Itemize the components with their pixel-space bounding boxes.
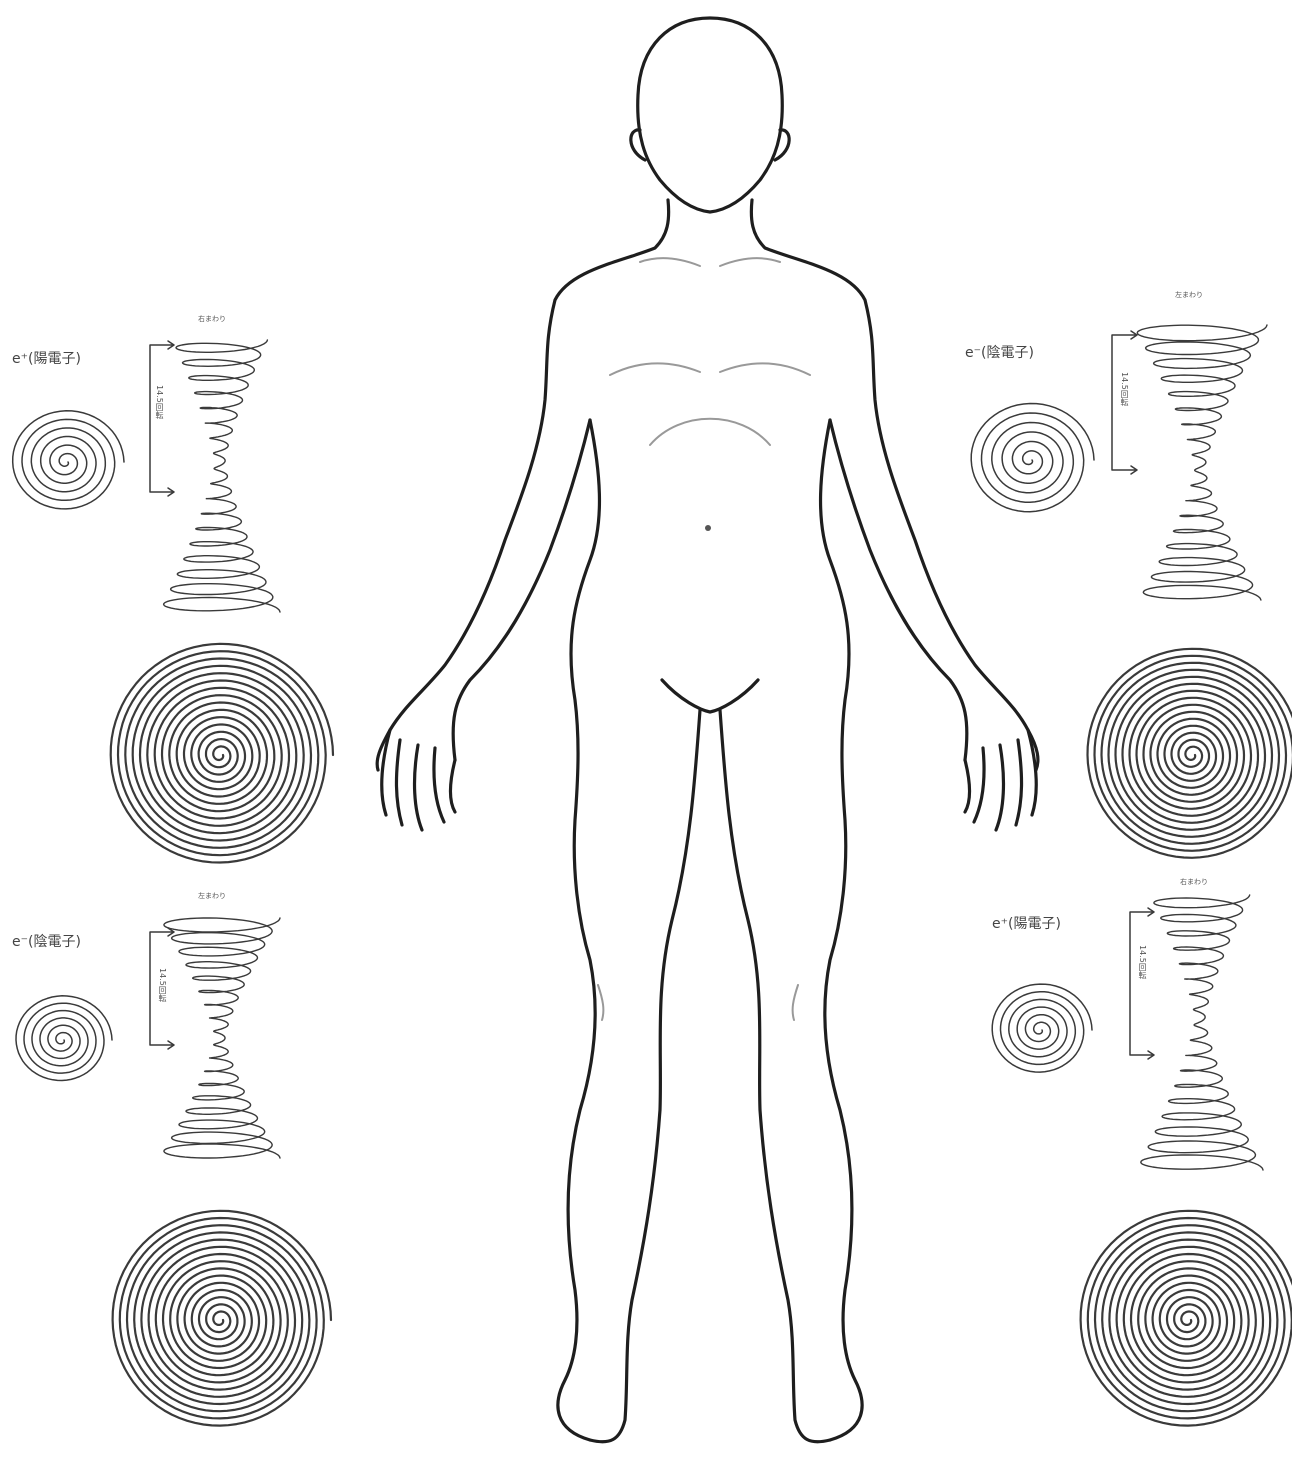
concentric-spiral-icon (0, 0, 1292, 1466)
